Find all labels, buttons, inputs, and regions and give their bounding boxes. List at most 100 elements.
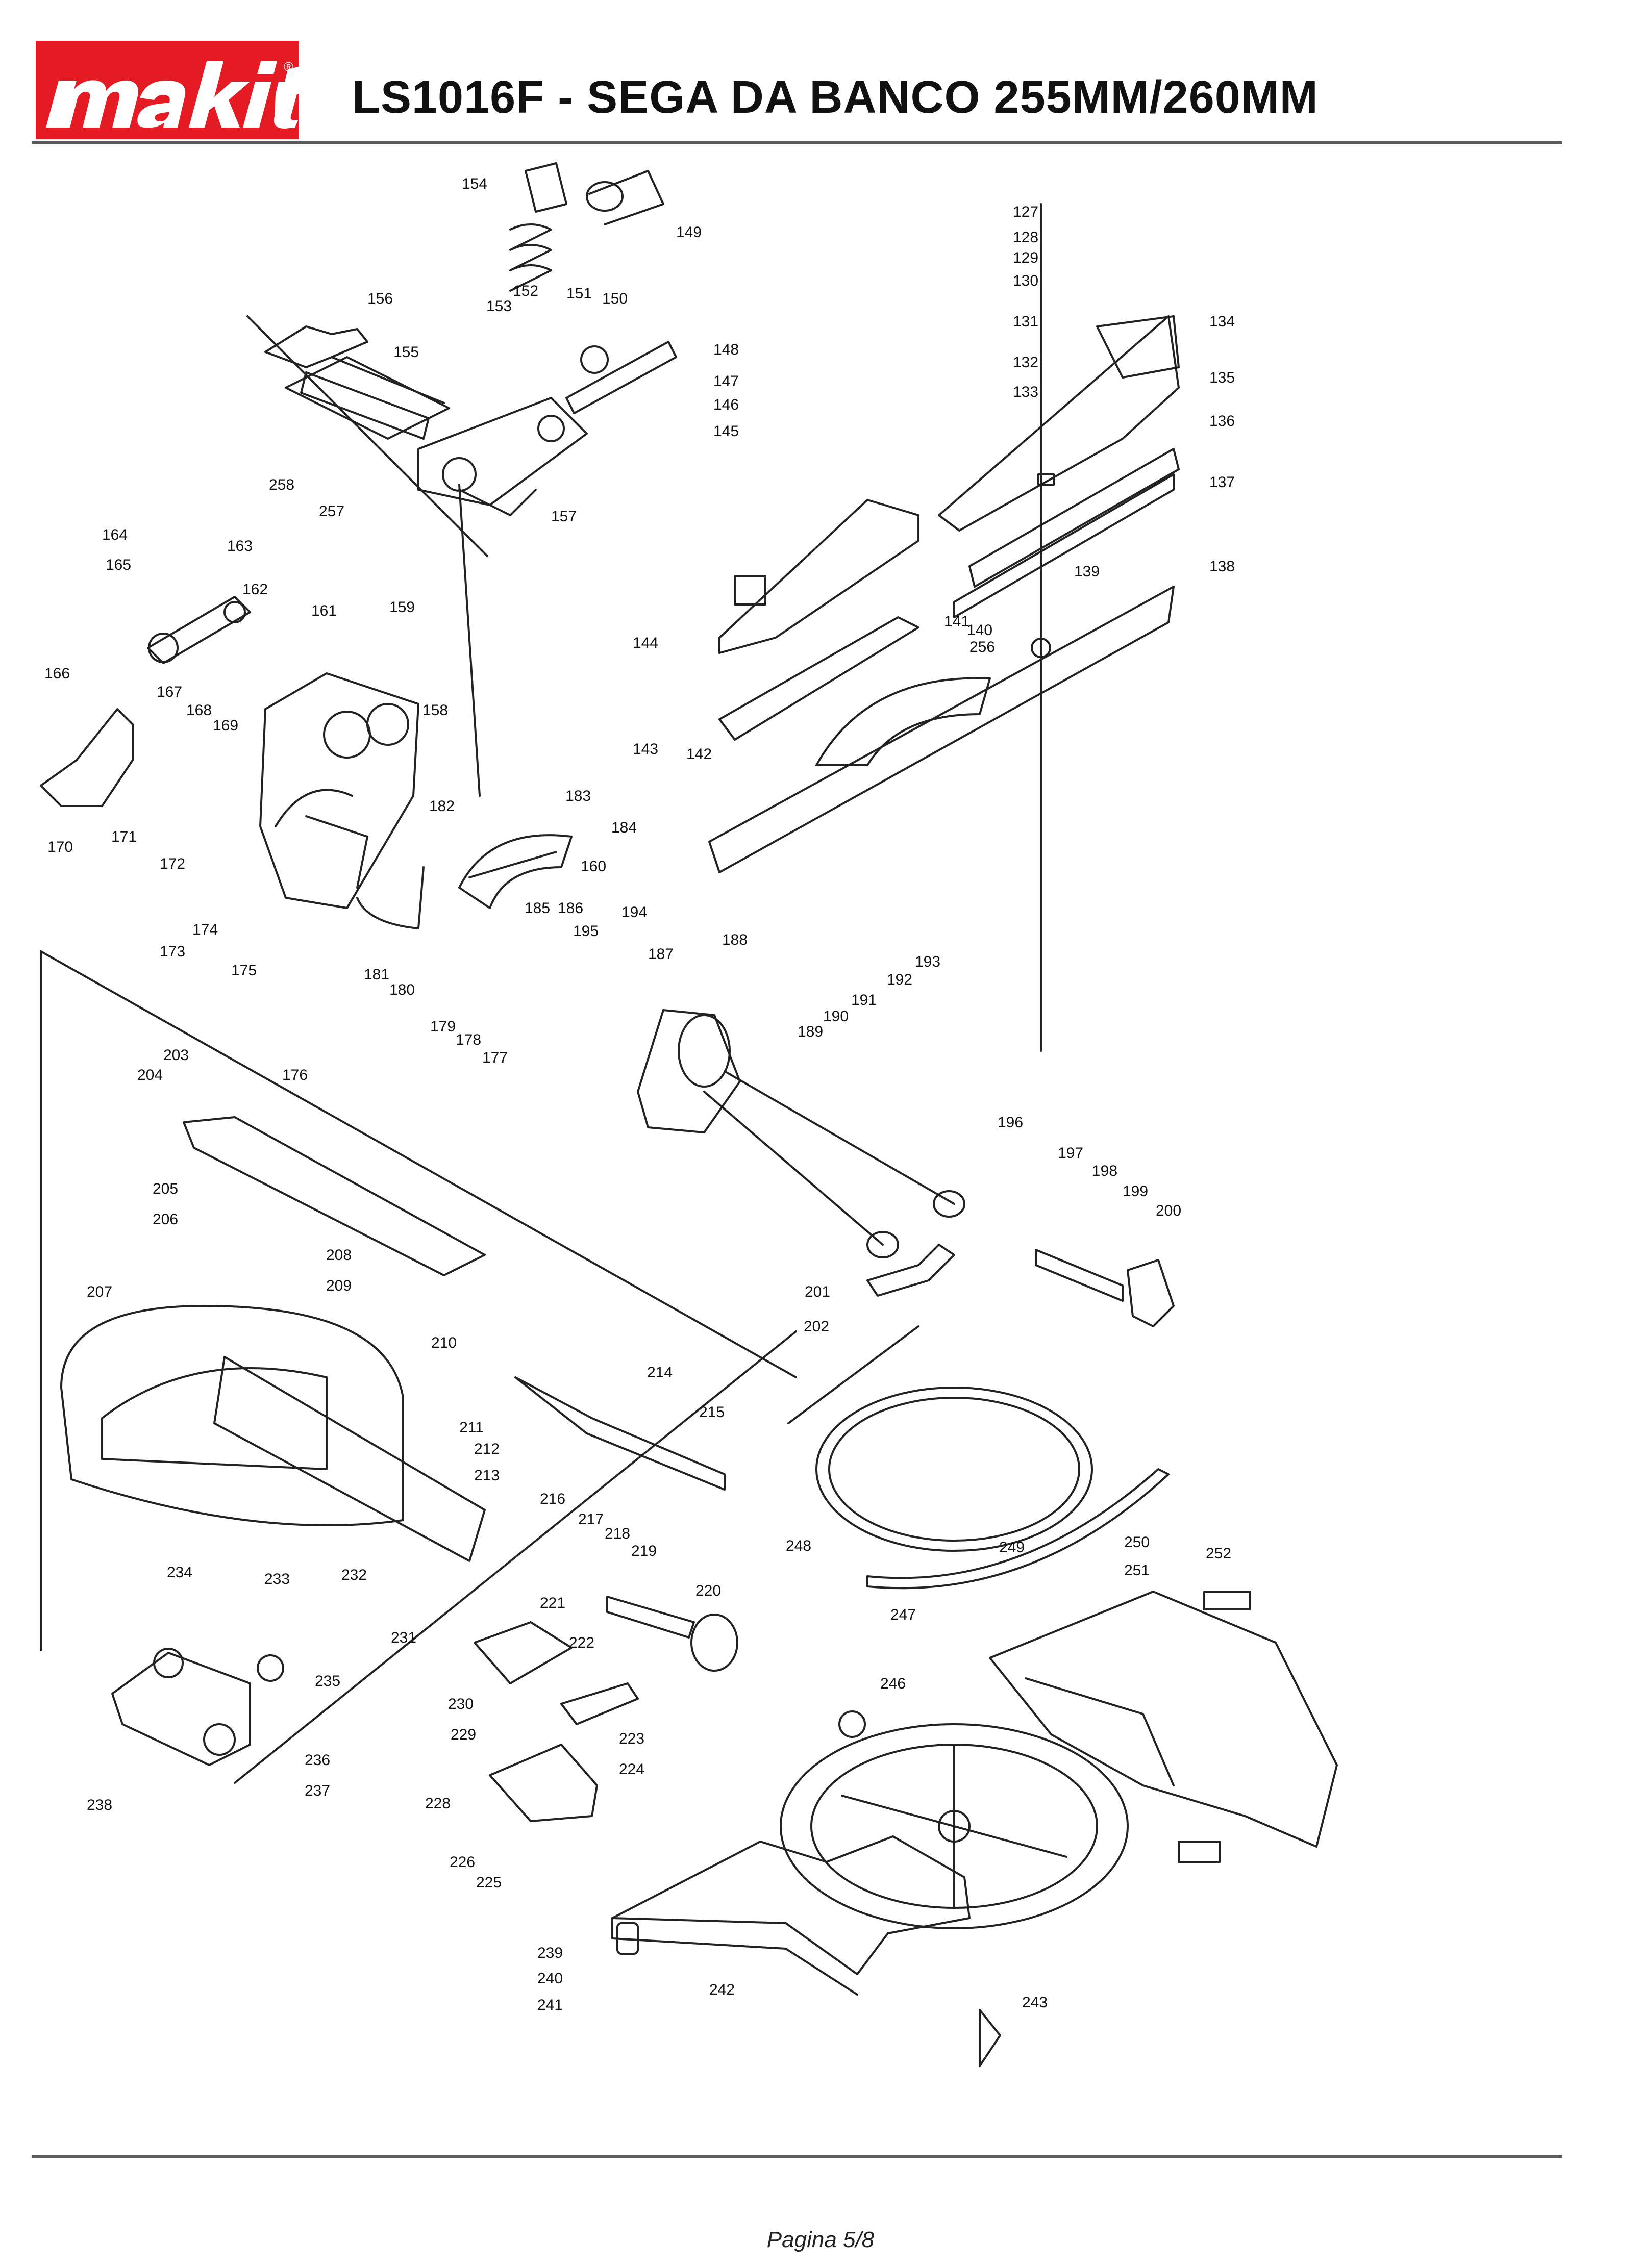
part-label-167: 167 — [157, 684, 182, 700]
part-label-199: 199 — [1123, 1183, 1148, 1200]
part-label-229: 229 — [451, 1726, 476, 1743]
clamp-156 — [264, 325, 368, 368]
part-label-185: 185 — [525, 900, 550, 917]
part-label-228: 228 — [425, 1795, 451, 1812]
part-label-173: 173 — [160, 943, 185, 960]
page-title: LS1016F - SEGA DA BANCO 255MM/260MM — [352, 72, 1319, 123]
part-label-214: 214 — [647, 1364, 673, 1381]
part-label-142: 142 — [686, 746, 712, 763]
part-label-169: 169 — [213, 717, 238, 734]
part-label-203: 203 — [163, 1047, 189, 1064]
part-label-195: 195 — [573, 923, 599, 940]
part-label-154: 154 — [462, 175, 487, 192]
part-label-220: 220 — [695, 1582, 721, 1599]
bolt-197 — [1035, 1249, 1124, 1302]
part-label-238: 238 — [87, 1797, 112, 1813]
part-label-130: 130 — [1013, 272, 1038, 289]
part-label-164: 164 — [102, 526, 128, 543]
spring-154 — [509, 162, 567, 292]
part-label-183: 183 — [565, 788, 591, 804]
part-label-240: 240 — [537, 1970, 563, 1987]
part-label-188: 188 — [722, 931, 748, 948]
part-label-193: 193 — [915, 953, 940, 970]
part-label-242: 242 — [709, 1981, 735, 1998]
shaft-220 — [606, 1596, 738, 1672]
registered-mark: ® — [284, 59, 293, 74]
arm-assembly-157 — [285, 356, 588, 516]
part-label-247: 247 — [890, 1606, 916, 1623]
ball-151 — [580, 345, 609, 374]
footer-divider — [32, 2155, 1562, 2158]
guide-143 — [718, 616, 919, 741]
base-body-right — [989, 1591, 1338, 1863]
part-label-178: 178 — [456, 1031, 481, 1048]
link-162 — [147, 596, 251, 664]
part-label-250: 250 — [1124, 1534, 1150, 1551]
gear-235 — [257, 1654, 284, 1682]
makita-logo: ® makita — [36, 41, 311, 139]
part-label-176: 176 — [282, 1067, 308, 1083]
part-label-146: 146 — [713, 396, 739, 413]
rail-136 — [953, 473, 1175, 618]
part-label-172: 172 — [160, 855, 185, 872]
part-label-246: 246 — [880, 1675, 906, 1692]
part-label-202: 202 — [804, 1318, 829, 1335]
part-label-160: 160 — [581, 858, 606, 875]
part-label-257: 257 — [319, 503, 344, 520]
part-label-212: 212 — [474, 1441, 500, 1457]
part-label-217: 217 — [578, 1511, 604, 1528]
part-label-230: 230 — [448, 1696, 474, 1712]
bracket-221 — [474, 1621, 573, 1684]
part-label-162: 162 — [242, 581, 268, 598]
part-label-136: 136 — [1209, 413, 1235, 430]
blade-guard-207 — [60, 1305, 486, 1562]
part-label-171: 171 — [111, 828, 137, 845]
part-label-158: 158 — [422, 702, 448, 719]
part-label-145: 145 — [713, 423, 739, 440]
part-label-237: 237 — [305, 1782, 330, 1799]
part-label-135: 135 — [1209, 369, 1235, 386]
part-label-215: 215 — [699, 1404, 725, 1421]
part-label-128: 128 — [1013, 229, 1038, 246]
part-label-137: 137 — [1209, 474, 1235, 491]
exploded-parts-diagram: 1271281291301311321331341351361371381391… — [40, 162, 1338, 2067]
part-label-131: 131 — [1013, 313, 1038, 330]
part-label-129: 129 — [1013, 249, 1038, 266]
part-label-157: 157 — [551, 508, 577, 525]
rod-150 — [565, 341, 677, 414]
part-label-149: 149 — [676, 224, 702, 241]
part-label-222: 222 — [569, 1634, 594, 1651]
part-label-192: 192 — [887, 971, 912, 988]
part-label-224: 224 — [619, 1761, 644, 1778]
part-label-231: 231 — [391, 1629, 416, 1646]
part-label-159: 159 — [389, 599, 415, 616]
part-label-151: 151 — [566, 285, 592, 302]
header-divider — [32, 141, 1562, 144]
part-label-194: 194 — [621, 904, 647, 921]
part-label-127: 127 — [1013, 204, 1038, 220]
clip-181 — [356, 866, 425, 929]
part-label-184: 184 — [611, 819, 637, 836]
part-label-241: 241 — [537, 1997, 563, 2013]
part-label-143: 143 — [633, 741, 658, 758]
part-label-180: 180 — [389, 981, 415, 998]
part-label-186: 186 — [558, 900, 583, 917]
bracket-223 — [560, 1682, 639, 1725]
lower-arm-187 — [637, 1009, 965, 1258]
part-label-140: 140 — [967, 622, 992, 639]
part-label-234: 234 — [167, 1564, 192, 1581]
handle-170 — [40, 708, 134, 807]
base-rail-138 — [708, 586, 1175, 873]
part-label-218: 218 — [605, 1525, 630, 1542]
part-label-177: 177 — [482, 1049, 508, 1066]
part-label-206: 206 — [153, 1211, 178, 1228]
part-label-208: 208 — [326, 1247, 352, 1264]
part-label-209: 209 — [326, 1277, 352, 1294]
arc-247 — [866, 1468, 1170, 1590]
region-line — [246, 315, 488, 557]
part-label-252: 252 — [1206, 1545, 1231, 1562]
part-label-189: 189 — [798, 1023, 823, 1040]
base-242 — [611, 1835, 971, 1996]
part-label-175: 175 — [231, 962, 257, 979]
